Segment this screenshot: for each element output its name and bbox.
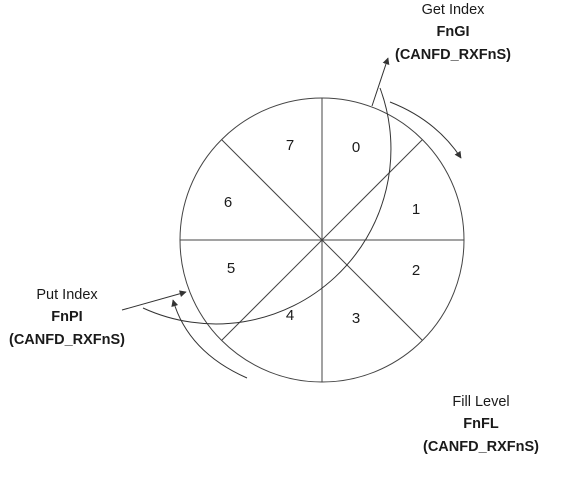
- fill-level-code: FnFL: [463, 416, 499, 432]
- fill-level-arc: [142, 87, 392, 325]
- get-index-label: Get Index: [421, 2, 485, 18]
- put-index-label: Put Index: [36, 287, 98, 303]
- get-index-register: (CANFD_RXFnS): [395, 47, 511, 63]
- put-index-register: (CANFD_RXFnS): [9, 332, 125, 348]
- get-index-pointer: [371, 57, 390, 107]
- segment-dividers: [180, 98, 464, 382]
- segment-label-7: 7: [286, 137, 294, 154]
- segment-label-5: 5: [227, 260, 235, 277]
- get-index-arrow: [389, 101, 462, 159]
- segment-label-3: 3: [352, 310, 360, 327]
- get-index-code: FnGI: [436, 24, 470, 40]
- segment-label-4: 4: [286, 307, 294, 324]
- put-index-arrow: [171, 299, 248, 379]
- put-index-code: FnPI: [51, 309, 83, 325]
- segment-label-0: 0: [352, 139, 360, 156]
- segment-label-6: 6: [224, 194, 232, 211]
- put-index-pointer: [121, 290, 187, 311]
- segment-label-1: 1: [412, 201, 420, 218]
- segment-label-2: 2: [412, 262, 420, 279]
- fill-level-label: Fill Level: [452, 394, 510, 410]
- fill-level-register: (CANFD_RXFnS): [423, 439, 539, 455]
